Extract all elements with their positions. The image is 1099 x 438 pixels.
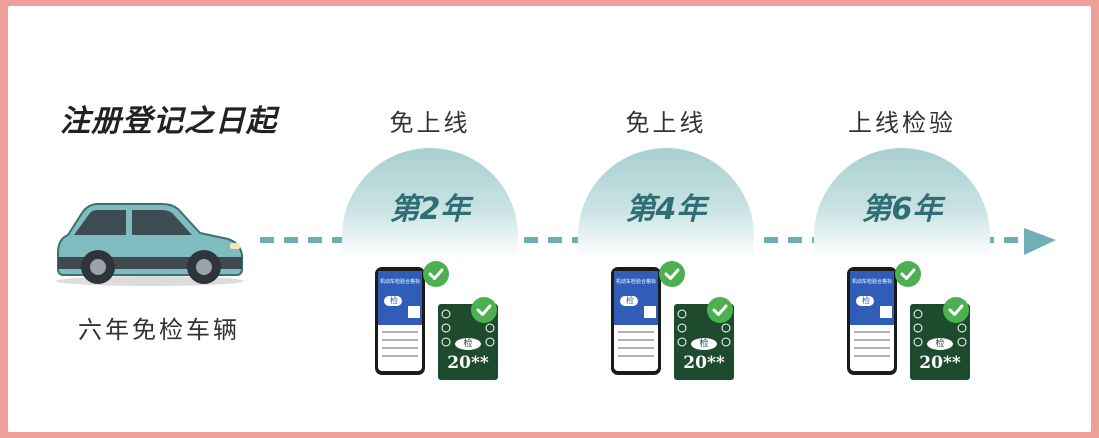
check-circle-icon [423,261,449,287]
stage-label-1: 免上线 [389,109,471,137]
car-icon [56,203,244,286]
timeline-card: 注册登记之日起 六年免检车辆 免上线 免上线 上线检验 第2年 第4年 第6年 [8,6,1091,432]
check-circle-icon [707,297,733,323]
phone-icon [847,267,897,375]
sticker-check-char: 检 [463,339,473,349]
stage-year-1: 第2年 [389,192,471,227]
stage-year-3: 第6年 [861,192,943,227]
phone-icon [611,267,661,375]
sticker-check-char: 检 [699,339,709,349]
check-circle-icon [943,297,969,323]
sticker-year: 20** [683,353,725,373]
phone-title: 机动车检验合格标志 [380,279,420,285]
stage-label-2: 免上线 [625,109,707,137]
sticker-icon [910,304,970,380]
check-circle-icon [471,297,497,323]
car-caption: 六年免检车辆 [78,316,240,344]
sticker-icon [438,304,498,380]
phone-title: 机动车检验合格标志 [616,279,656,285]
sticker-check-char: 检 [935,339,945,349]
stage-label-3: 上线检验 [848,109,956,137]
phone-icon [375,267,425,375]
check-circle-icon [659,261,685,287]
phone-check-char: 检 [390,296,398,305]
sticker-year: 20** [919,353,961,373]
sticker-icon [674,304,734,380]
phone-title: 机动车检验合格标志 [852,279,892,285]
phone-check-char: 检 [626,296,634,305]
headline: 注册登记之日起 [60,104,277,139]
check-circle-icon [895,261,921,287]
sticker-year: 20** [447,353,489,373]
phone-check-char: 检 [862,296,870,305]
stage-year-2: 第4年 [625,192,707,227]
